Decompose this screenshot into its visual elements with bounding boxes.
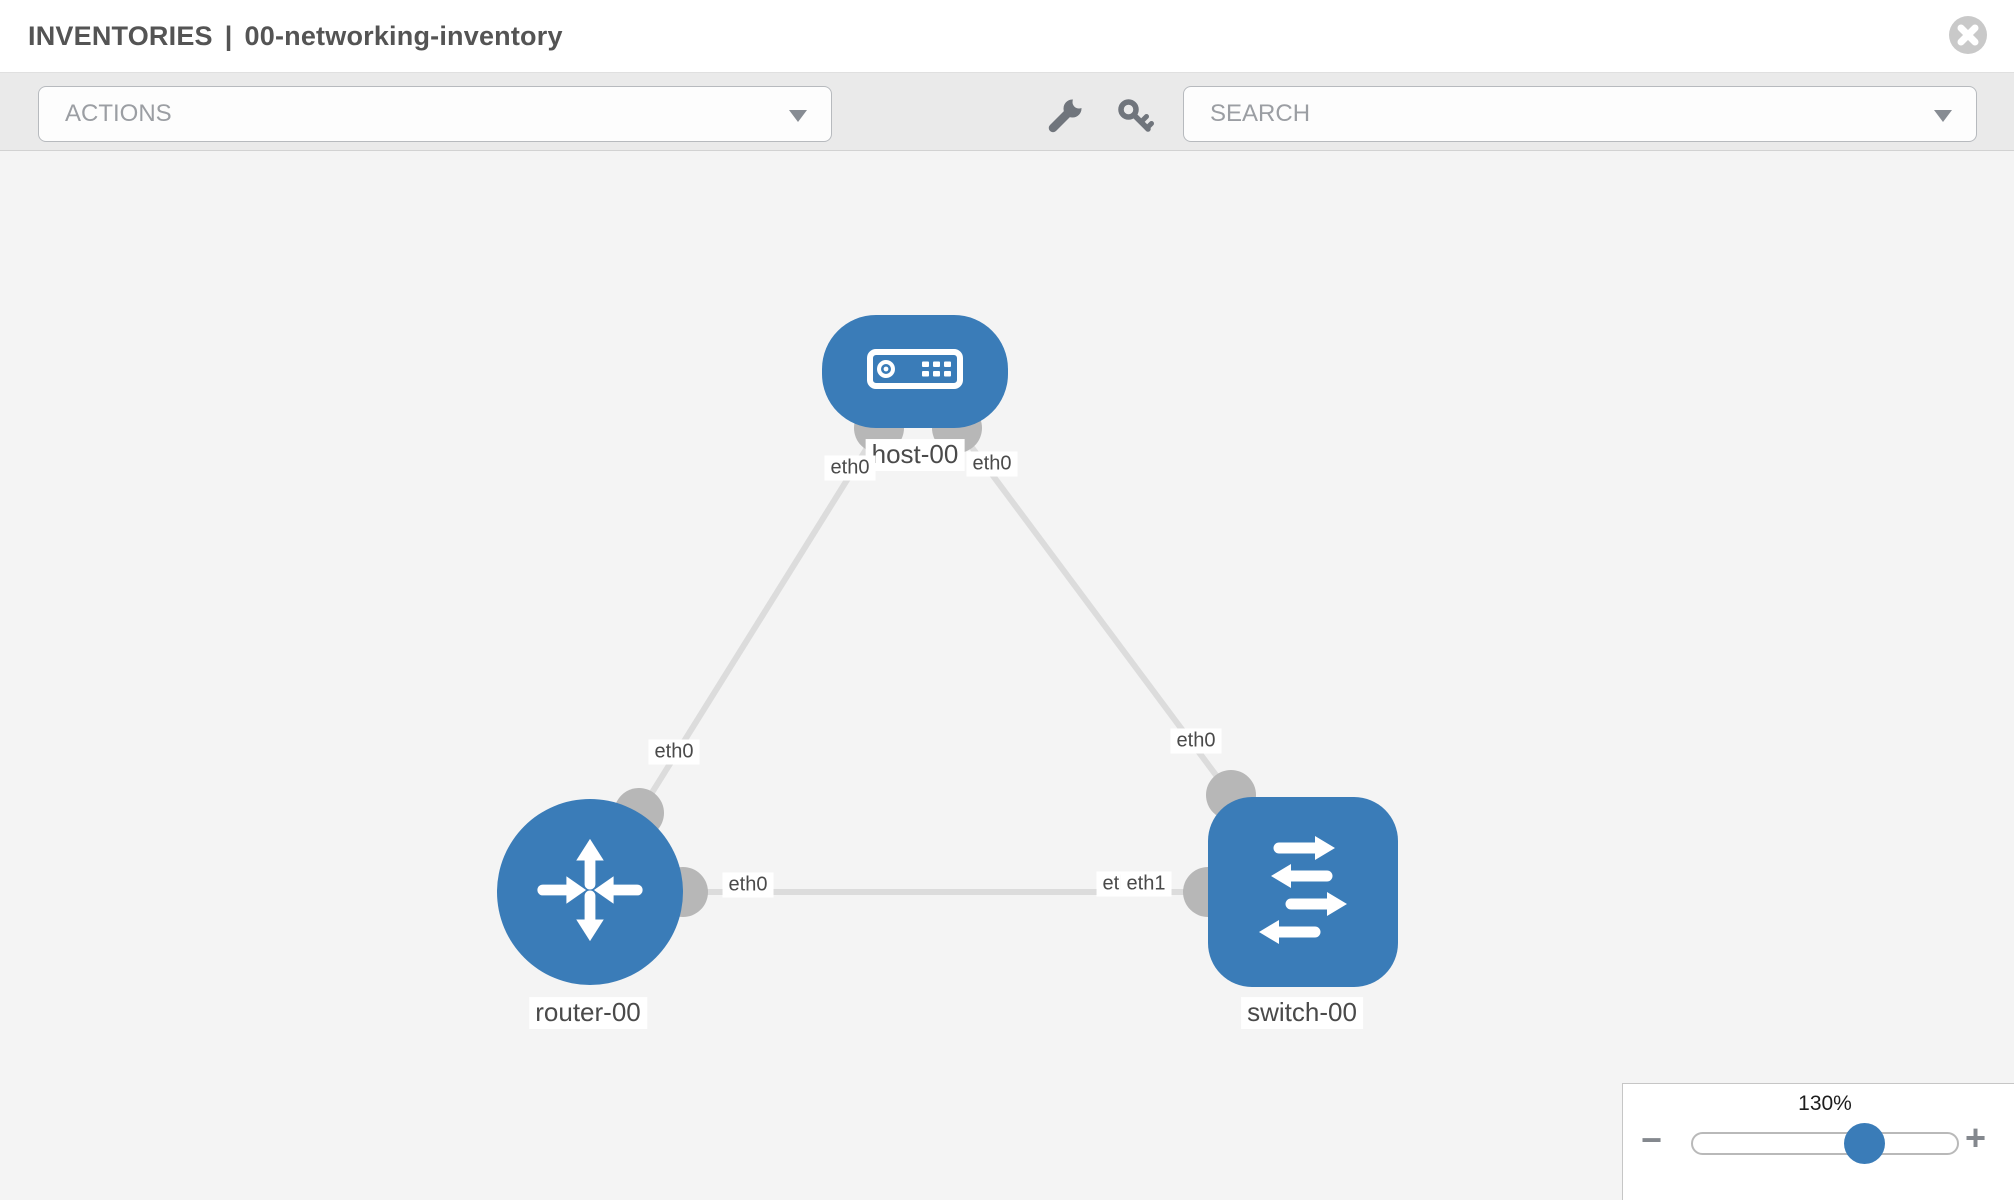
zoom-in-button[interactable]: + — [1965, 1117, 1987, 1158]
switch-icon — [1243, 830, 1363, 955]
node-label-router: router-00 — [529, 997, 647, 1029]
interface-label-host-to-switch: eth0 — [966, 451, 1018, 477]
chevron-down-icon — [1934, 110, 1952, 122]
node-label-switch: switch-00 — [1241, 997, 1363, 1029]
interface-label-router-to-host: eth0 — [648, 739, 700, 765]
zoom-level-label: 130% — [1798, 1092, 1852, 1115]
toolbar: ACTIONS SEARCH — [0, 72, 2014, 151]
interface-label-switch-to-router: eth1 — [1120, 871, 1172, 897]
credentials-button[interactable] — [1116, 97, 1154, 135]
header: INVENTORIES | 00-networking-inventory — [0, 0, 2014, 72]
zoom-slider-track[interactable] — [1691, 1132, 1959, 1155]
host-icon — [867, 349, 963, 394]
close-button[interactable] — [1948, 15, 1988, 55]
breadcrumb-section: INVENTORIES — [28, 20, 213, 51]
zoom-out-button[interactable]: − — [1641, 1119, 1663, 1160]
configure-button[interactable] — [1046, 95, 1086, 138]
breadcrumb-inventory-name: 00-networking-inventory — [244, 20, 563, 51]
node-label-host: host-00 — [865, 439, 965, 471]
interface-label-switch-to-host: eth0 — [1170, 728, 1222, 754]
key-icon — [1116, 99, 1154, 138]
search-dropdown[interactable]: SEARCH — [1183, 86, 1977, 142]
actions-dropdown[interactable]: ACTIONS — [38, 86, 832, 142]
interface-label-router-to-switch: eth0 — [722, 872, 774, 898]
router-icon — [531, 831, 649, 954]
zoom-slider-knob[interactable] — [1844, 1123, 1885, 1164]
wrench-icon — [1046, 95, 1086, 138]
links-layer — [587, 369, 1306, 917]
node-switch-00[interactable] — [1208, 797, 1398, 987]
node-host-00[interactable] — [822, 315, 1008, 428]
interface-label-host-to-router: eth0 — [824, 455, 876, 481]
chevron-down-icon — [789, 110, 807, 122]
breadcrumb: INVENTORIES | 00-networking-inventory — [28, 21, 563, 52]
topology-canvas[interactable]: host-00 router-00 switch-00 eth0 eth0 et… — [0, 151, 2014, 1200]
node-router-00[interactable] — [497, 799, 683, 985]
close-circle-icon — [1948, 16, 1988, 58]
zoom-panel: 130% − + — [1622, 1083, 2014, 1200]
search-placeholder: SEARCH — [1210, 100, 1311, 127]
actions-dropdown-label: ACTIONS — [65, 100, 172, 127]
breadcrumb-separator: | — [224, 20, 233, 51]
